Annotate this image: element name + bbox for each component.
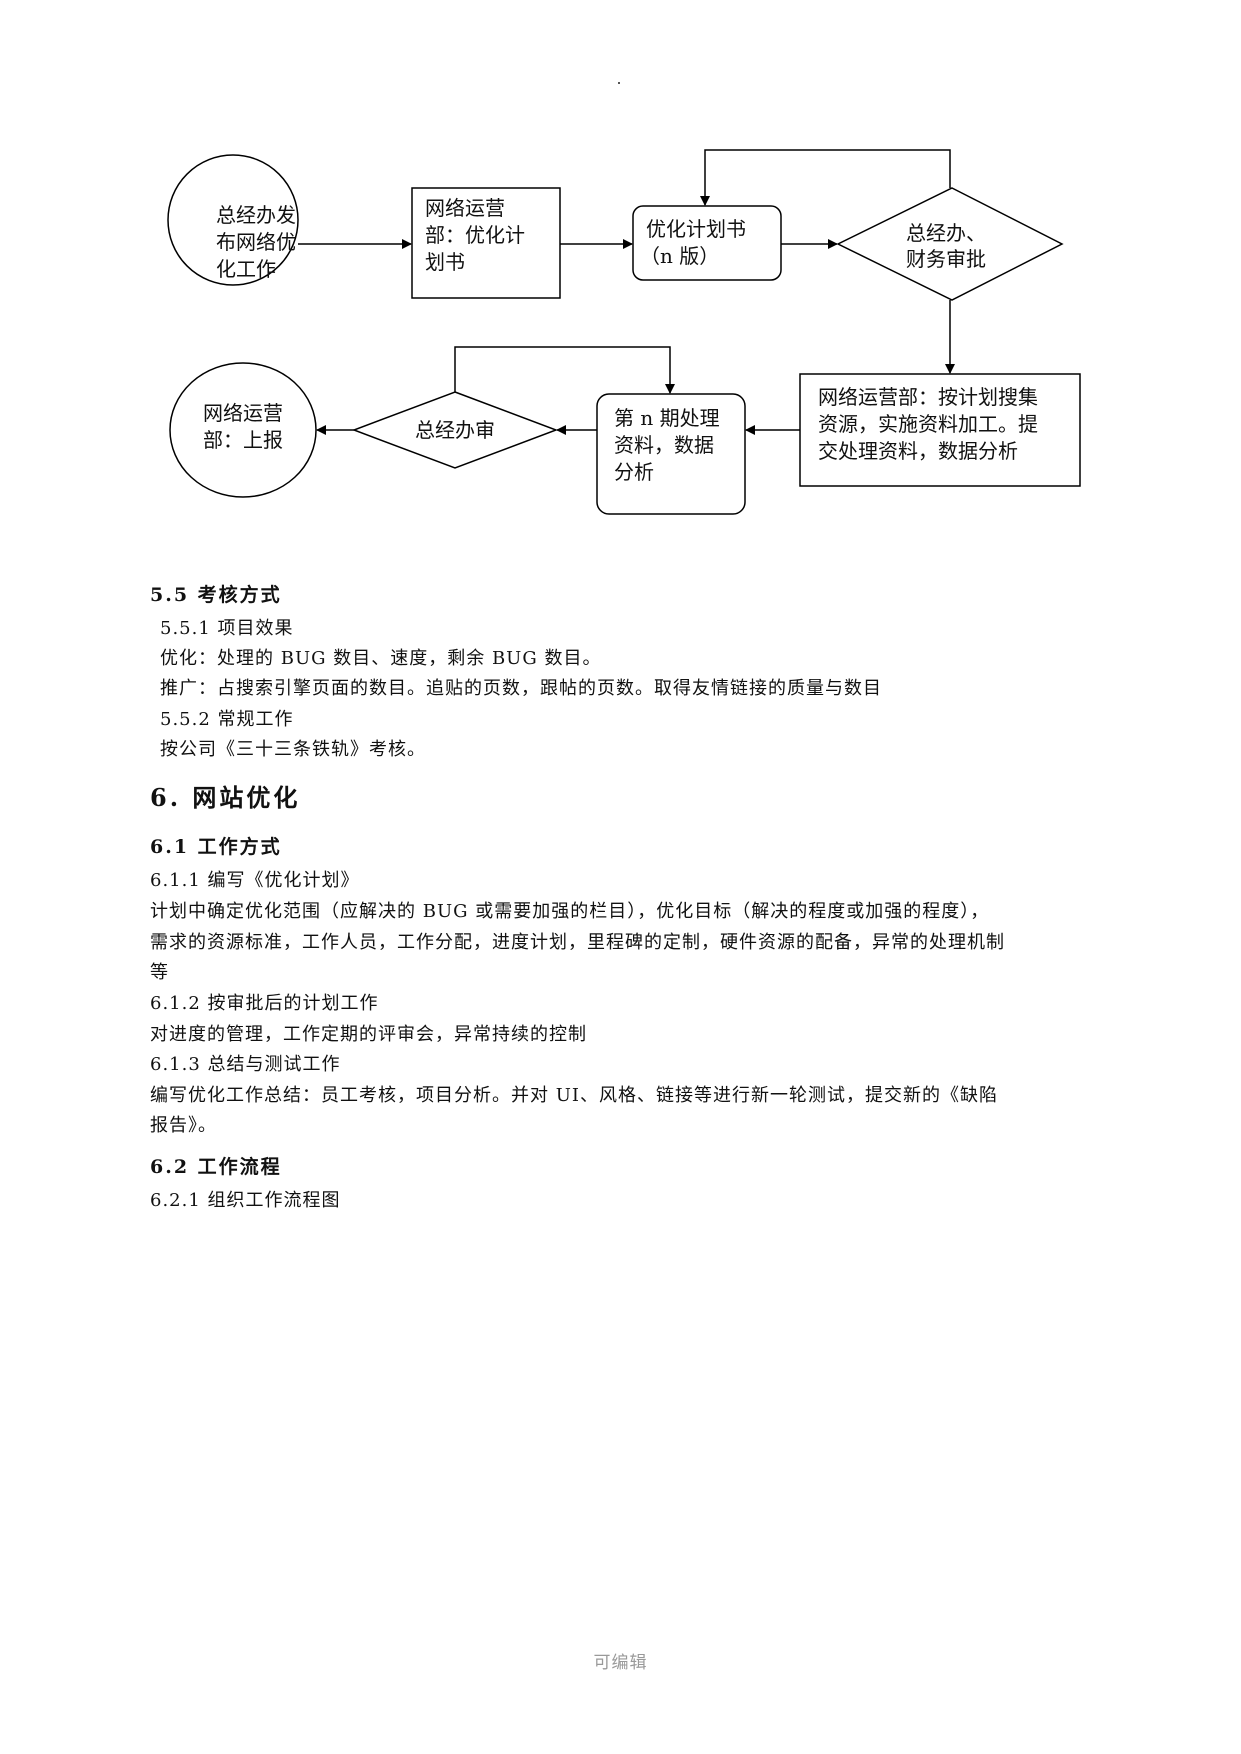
section-5-5-title: 5.5 考核方式 xyxy=(150,584,282,606)
header-dot xyxy=(618,82,620,84)
section-6-1-2-heading: 6.1.2 按审批后的计划工作 xyxy=(150,993,379,1014)
review-diamond xyxy=(351,391,559,469)
collect-box xyxy=(799,373,1081,487)
section-6-1-1-heading: 6.1.1 编写《优化计划》 xyxy=(150,870,360,891)
approve-diamond xyxy=(836,187,1064,301)
section-6-1-title: 6.1 工作方式 xyxy=(150,836,282,858)
plan-n-box xyxy=(632,205,782,281)
plan-scope-line-1: 计划中确定优化范围（应解决的 BUG 或需要加强的栏目），优化目标（解决的程度或… xyxy=(150,901,990,922)
section-6-1-3-heading: 6.1.3 总结与测试工作 xyxy=(150,1054,341,1075)
plan-scope-line-2: 需求的资源标准，工作人员，工作分配，进度计划，里程碑的定制，硬件资源的配备，异常… xyxy=(150,932,1005,953)
workflow-diagram: 总经办发 布网络优 化工作 网络运营 部：优化计 划书 优化计划书 （n 版） … xyxy=(167,149,1081,515)
summary-test-line-1: 编写优化工作总结：员工考核，项目分析。并对 UI、风格、链接等进行新一轮测试，提… xyxy=(150,1085,998,1106)
optimization-result-text: 优化：处理的 BUG 数目、速度，剩余 BUG 数目。 xyxy=(160,648,602,669)
plan-box xyxy=(411,187,561,299)
section-5-5-1-heading: 5.5.1 项目效果 xyxy=(160,618,294,639)
promotion-result-text: 推广：占搜索引擎页面的数目。追贴的页数，跟帖的页数。取得友情链接的质量与数目 xyxy=(160,678,882,699)
review-label: 总经办审 xyxy=(415,418,495,442)
plan-label: 网络运营 部：优化计 划书 xyxy=(425,196,531,274)
collect-label: 网络运营部：按计划搜集 资源，实施资料加工。提 交处理资料，数据分析 xyxy=(818,385,1044,463)
approved-plan-text: 对进度的管理，工作定期的评审会，异常持续的控制 xyxy=(150,1024,587,1045)
section-6-2-title: 6.2 工作流程 xyxy=(150,1156,282,1178)
start-label: 总经办发 布网络优 化工作 xyxy=(216,203,302,281)
section-6-title: 6. 网站优化 xyxy=(150,783,301,812)
process-n-box xyxy=(596,393,746,515)
process-n-label: 第 n 期处理 资料，数据 分析 xyxy=(614,406,726,484)
routine-work-text: 按公司《三十三条铁轨》考核。 xyxy=(160,739,426,760)
start-circle xyxy=(167,154,299,286)
plan-n-label: 优化计划书 （n 版） xyxy=(640,217,752,268)
footer-editable-label: 可编辑 xyxy=(593,1653,648,1673)
approve-label: 总经办、 财务审批 xyxy=(906,221,992,271)
arrow-approve-loop xyxy=(700,149,951,206)
plan-scope-line-3: 等 xyxy=(150,962,169,983)
section-5-5-2-heading: 5.5.2 常规工作 xyxy=(160,709,294,730)
section-6-2-1-heading: 6.2.1 组织工作流程图 xyxy=(150,1190,341,1211)
report-label: 网络运营 部：上报 xyxy=(203,401,289,452)
arrow-review-loop xyxy=(454,346,675,394)
summary-test-line-2: 报告》。 xyxy=(150,1115,217,1136)
